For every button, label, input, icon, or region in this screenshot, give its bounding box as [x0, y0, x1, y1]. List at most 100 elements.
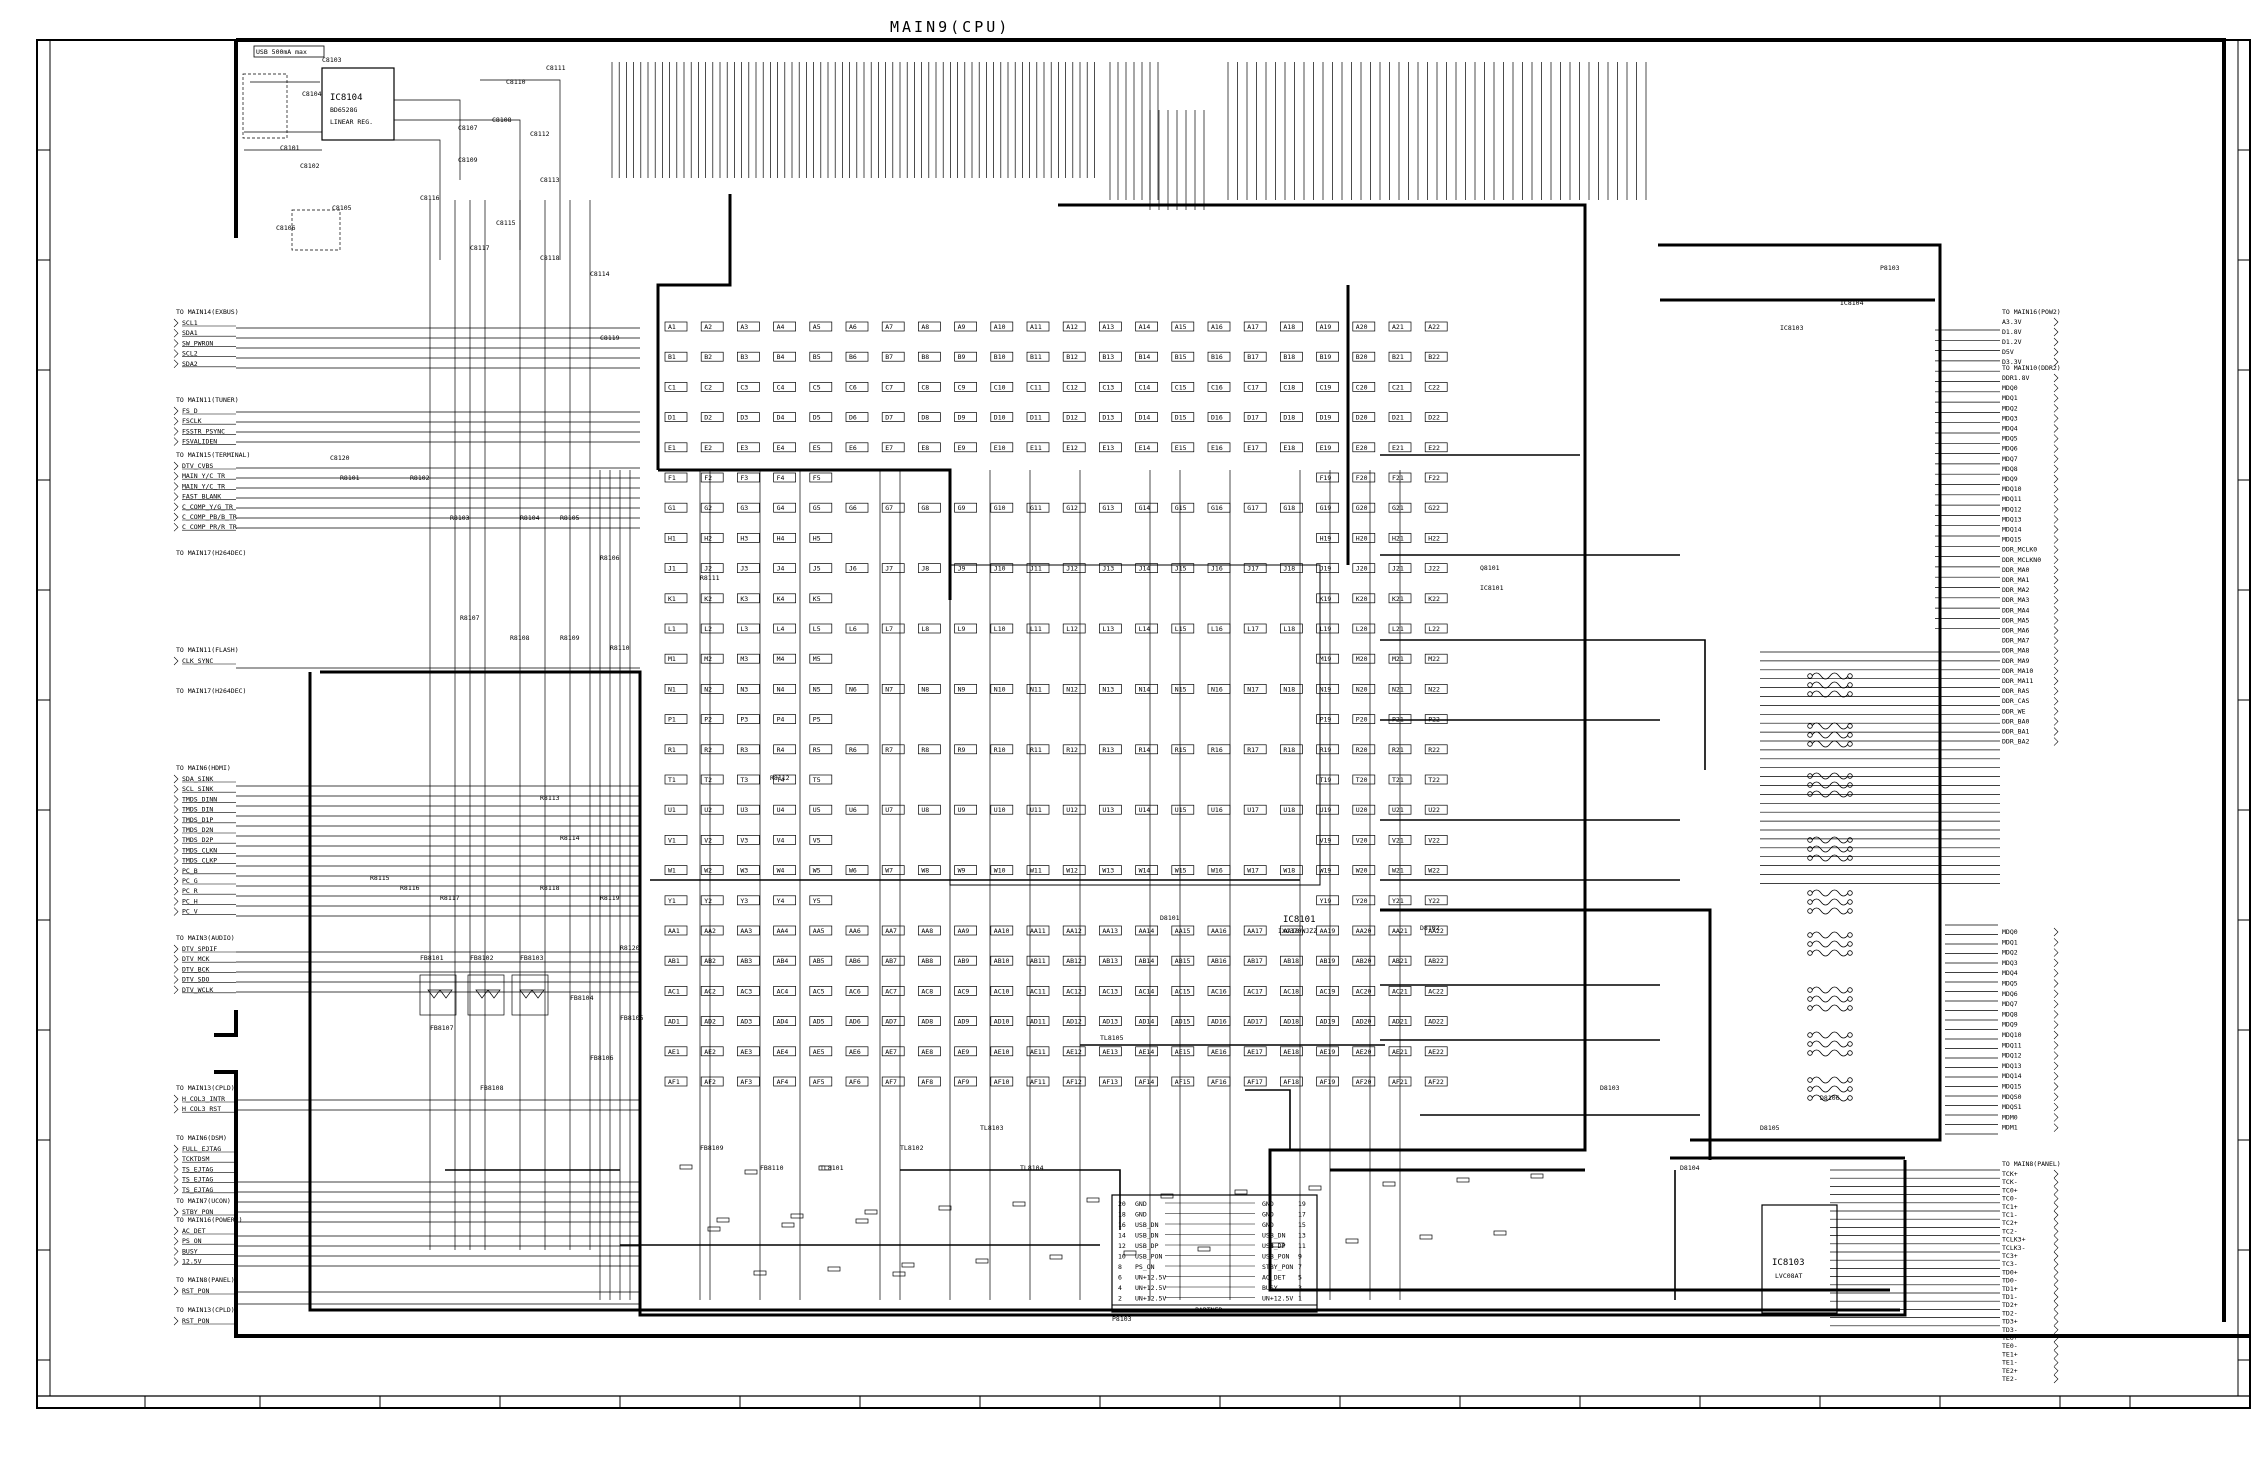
ball-pad [773, 1046, 796, 1057]
component-ref: R8103 [450, 514, 470, 522]
ball-pad-label: AC13 [1102, 987, 1118, 995]
ball-pad-label: C15 [1175, 383, 1187, 391]
ball-pad-label: L19 [1320, 625, 1332, 633]
ball-pad [1388, 533, 1412, 543]
ball-pad [1135, 382, 1158, 392]
ball-pad-label: B2 [704, 353, 712, 361]
ball-pad-label: J14 [1139, 565, 1151, 573]
regulator-ic-ref: IC8104 [330, 93, 363, 103]
ball-pad [1424, 925, 1448, 936]
ball-pad [1207, 955, 1231, 966]
ball-pad-label: W22 [1428, 867, 1440, 875]
ball-pad-label: J15 [1175, 565, 1187, 573]
component-ref: C8107 [458, 124, 478, 132]
ball-pad-label: L4 [777, 625, 785, 633]
ball-pad [664, 1016, 688, 1026]
ball-pad-label: R7 [885, 746, 893, 754]
ball-pad [1280, 382, 1303, 392]
ball-pad-label: AC15 [1175, 987, 1191, 995]
ball-pad [1135, 351, 1158, 362]
partner-pin-number: 12 [1118, 1242, 1126, 1250]
ball-pad [1171, 563, 1195, 573]
sheet-frame [36, 38, 2251, 1409]
ball-pad [1026, 1046, 1050, 1057]
ball-pad-label: D2 [704, 414, 712, 422]
ball-pad-label: AE5 [813, 1048, 825, 1056]
partner-pin-name: BUSY [1262, 1284, 1278, 1292]
ball-pad [1171, 623, 1195, 634]
ball-pad [1099, 623, 1122, 634]
ball-pad [1352, 895, 1376, 906]
ball-pad-label: AB8 [921, 957, 933, 965]
ball-pad [700, 442, 724, 453]
ball-pad-label: P19 [1320, 716, 1332, 724]
ball-pad [1135, 1016, 1158, 1026]
partner-pin-number: 13 [1298, 1232, 1306, 1240]
ball-pad-label: J17 [1247, 565, 1259, 573]
partner-pin-name: GND [1135, 1211, 1147, 1219]
ball-pad-label: G7 [885, 504, 893, 512]
ball-pad [990, 1046, 1014, 1057]
ball-pad [918, 1076, 941, 1087]
component-ref: D8106 [1820, 1094, 1840, 1102]
left-connector-signal: TMDS_CLKN [182, 846, 217, 854]
ball-pad [845, 502, 869, 513]
ball-pad-label: AE4 [777, 1048, 789, 1056]
ball-pad-label: N16 [1211, 685, 1223, 693]
ball-pad-label: U22 [1428, 806, 1440, 814]
ball-pad-label: AA1 [668, 927, 680, 935]
right-connector-signal: DDR_MA5 [2002, 616, 2029, 624]
ball-pad [881, 986, 905, 996]
right-connector-signal: D1.2V [2002, 338, 2022, 346]
ball-pad [1171, 382, 1195, 392]
ball-pad-label: G16 [1211, 504, 1223, 512]
right-connector-signal: TC2- [2002, 1227, 2018, 1235]
ball-pad [1099, 804, 1122, 815]
left-connector-signal: PC_R [182, 887, 198, 895]
ball-pad [1135, 865, 1158, 875]
right-connector-signal: DDR_MA4 [2002, 606, 2029, 614]
left-connector-header: TO MAIN6(DSM) [176, 1134, 227, 1142]
ball-pad [1171, 1016, 1195, 1026]
ball-pad [954, 1076, 977, 1087]
ball-pad [1026, 563, 1050, 573]
ball-pad [1316, 835, 1339, 845]
ball-pad [700, 653, 724, 664]
right-connector-signal: MDQ6 [2002, 990, 2018, 998]
ball-pad [1062, 382, 1086, 392]
ball-pad [1316, 714, 1339, 724]
ball-pad [1026, 412, 1050, 422]
ball-pad [881, 1076, 905, 1087]
ball-pad-label: D11 [1030, 414, 1042, 422]
ball-pad-label: A6 [849, 323, 857, 331]
ball-pad [1062, 955, 1086, 966]
ball-pad-label: F21 [1392, 474, 1404, 482]
ball-pad-label: K19 [1320, 595, 1332, 603]
ball-pad-label: L9 [958, 625, 966, 633]
ball-pad [664, 684, 688, 694]
component-ref: IC8103 [1780, 324, 1804, 332]
left-connector-signal: FS_D [182, 407, 198, 415]
ball-pad [1388, 563, 1412, 573]
ball-pad [1062, 1016, 1086, 1026]
ball-pad-label: A13 [1102, 323, 1114, 331]
ball-pad [773, 1016, 796, 1026]
ball-pad-label: E20 [1356, 444, 1368, 452]
ball-pad-label: B20 [1356, 353, 1368, 361]
component-ref: C8120 [330, 454, 350, 462]
ball-pad [1062, 321, 1086, 332]
ball-pad-label: D9 [958, 414, 966, 422]
ball-pad [1207, 382, 1231, 392]
ball-pad-label: E4 [777, 444, 785, 452]
ball-pad [1243, 1046, 1267, 1057]
ball-pad-label: J4 [777, 565, 785, 573]
ball-pad [990, 744, 1014, 755]
ball-pad-label: R6 [849, 746, 857, 754]
ball-pad [845, 1016, 869, 1026]
right-connector-signal: MDQ14 [2002, 526, 2022, 534]
ball-pad-label: AD18 [1283, 1018, 1299, 1026]
right-connector-signal: MDQ7 [2002, 1000, 2018, 1008]
component-ref: C8114 [590, 270, 610, 278]
ball-pad-label: AC1 [668, 987, 680, 995]
ball-pad [1388, 986, 1412, 996]
